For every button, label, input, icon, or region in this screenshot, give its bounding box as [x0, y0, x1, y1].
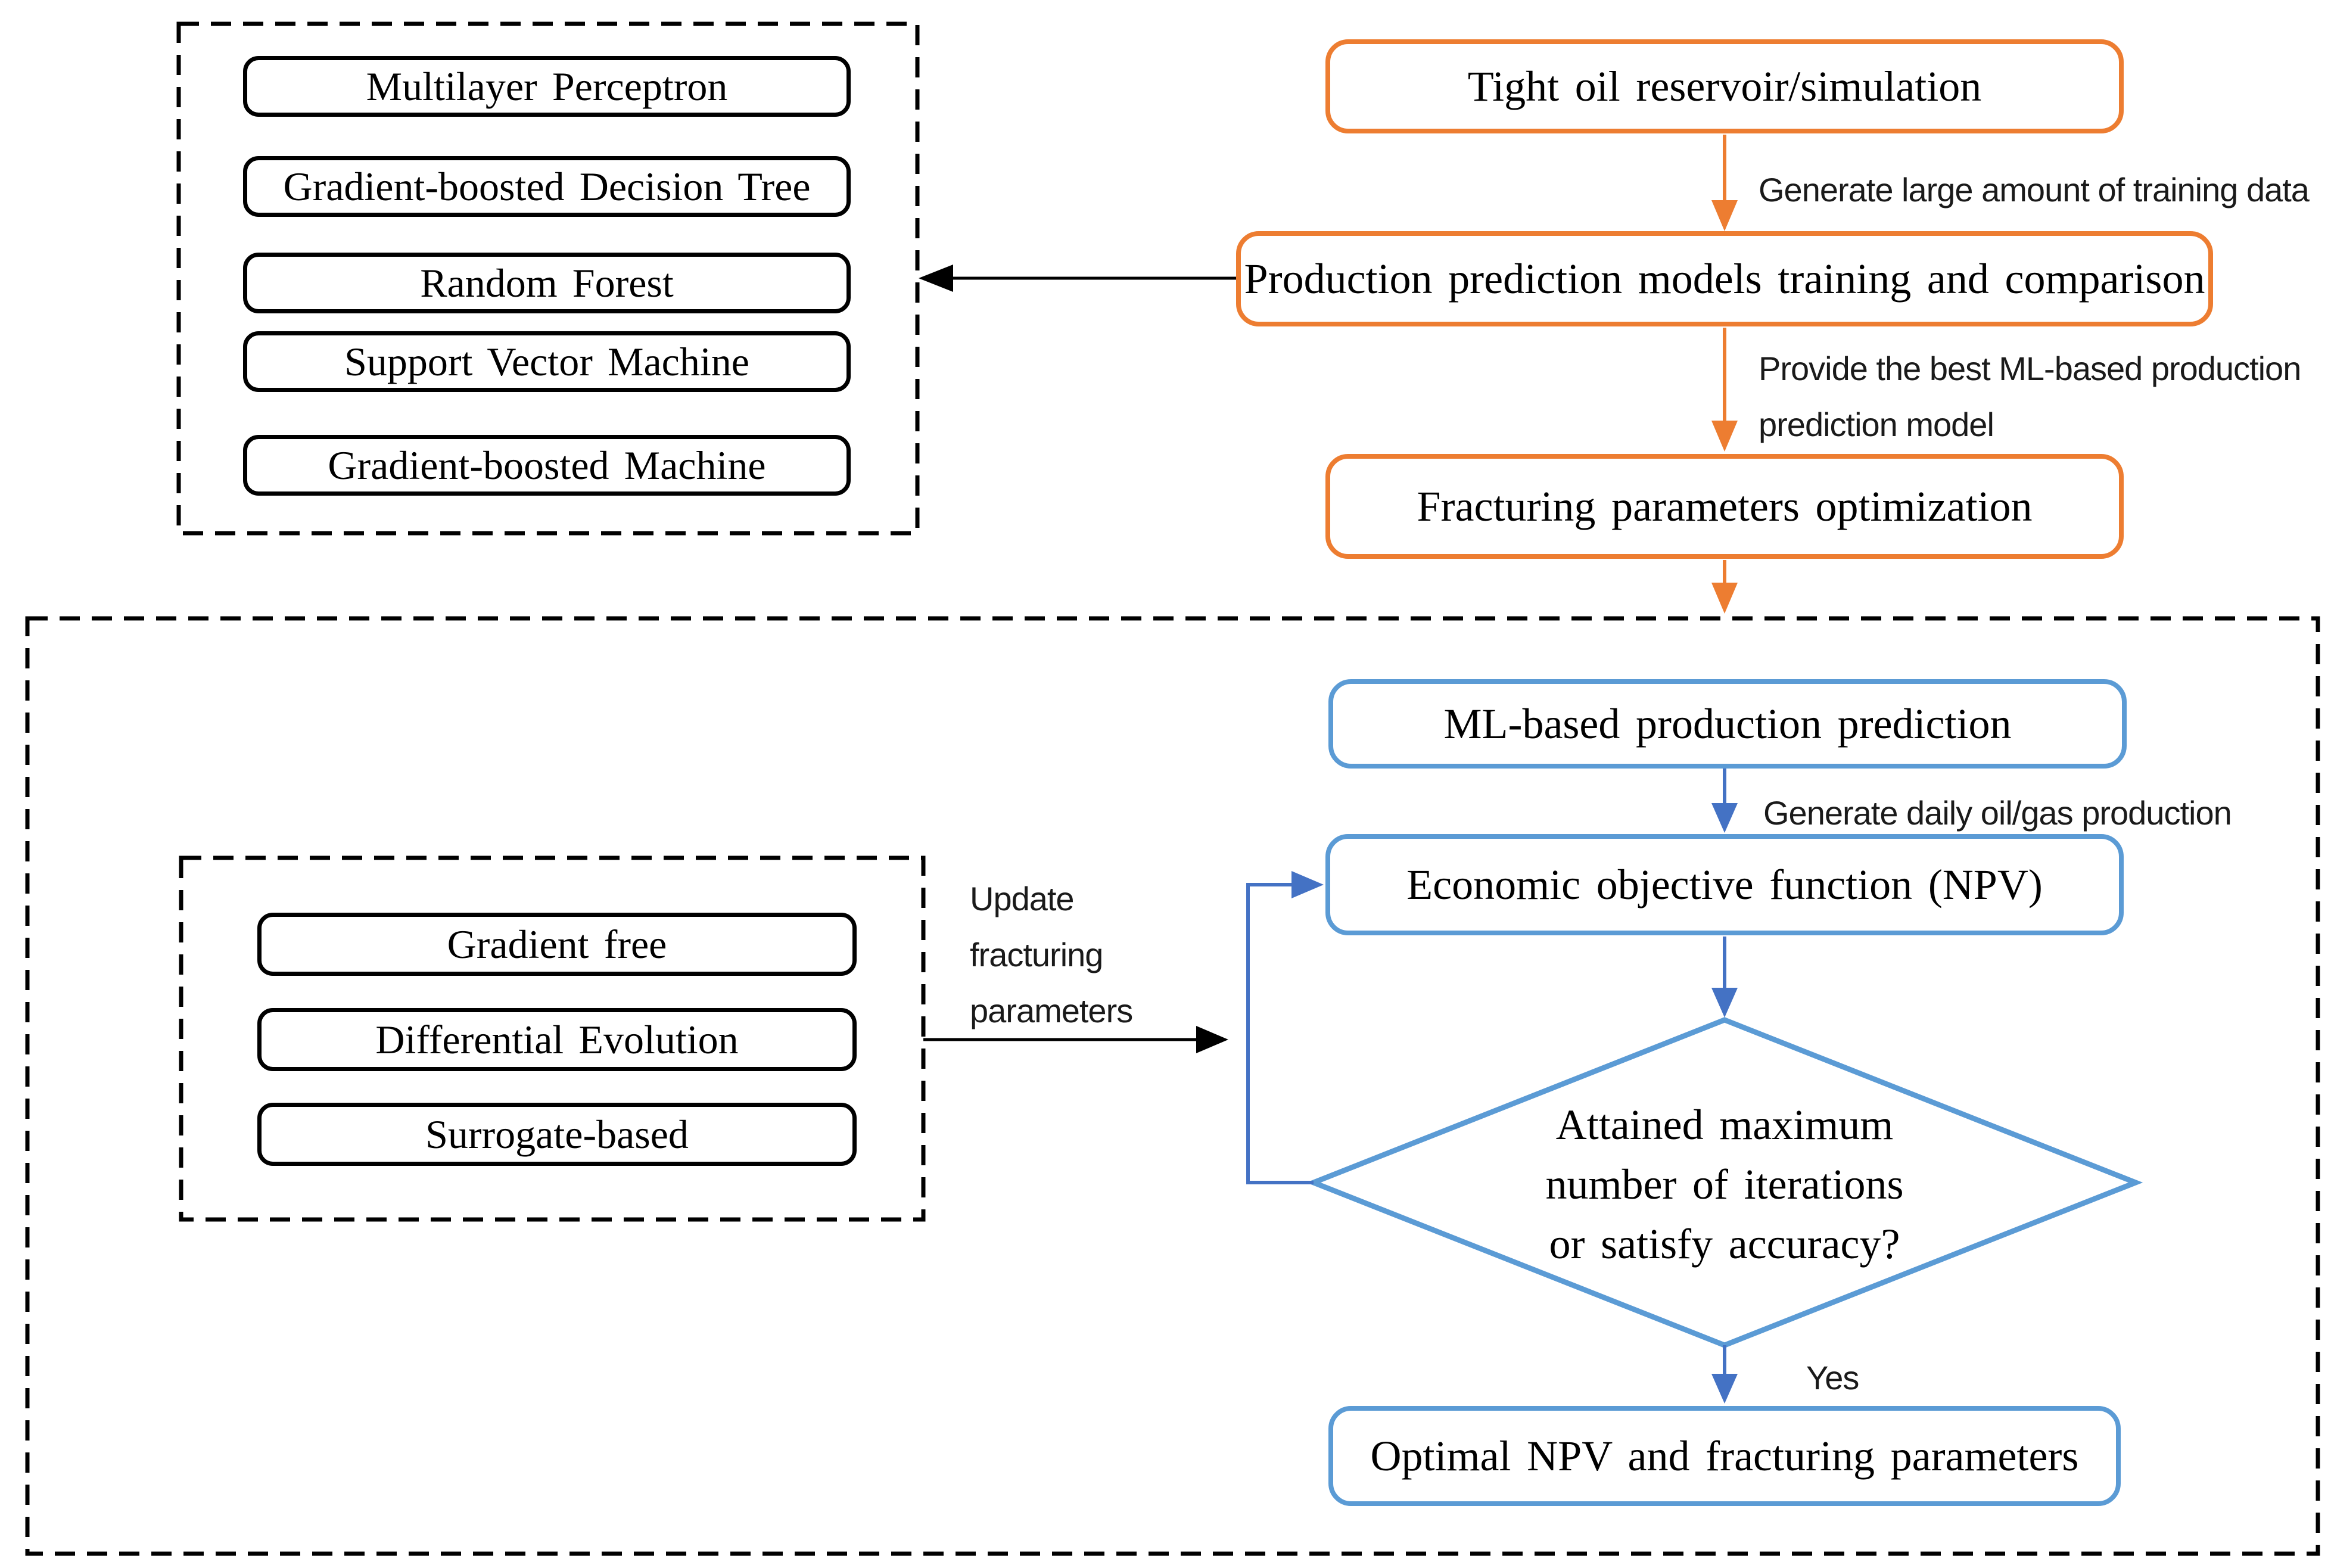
- node-tight-oil-reservoir: Tight oil reservoir/simulation: [1325, 39, 2124, 133]
- node-ml-based-production-prediction: ML-based production prediction: [1328, 679, 2127, 769]
- label-update-line2: fracturing: [970, 936, 1103, 973]
- label-update-fracturing-parameters: Update fracturing parameters: [970, 871, 1133, 1039]
- decision-diamond-label: Attained maximum number of iterations or…: [1427, 1095, 2022, 1274]
- label-provide-best-model-line1: Provide the best ML-based production: [1759, 350, 2301, 387]
- node-differential-evolution: Differential Evolution: [257, 1008, 857, 1071]
- arrowhead-fracopt-to-loop: [1711, 583, 1738, 614]
- arrowhead-decision-to-optimal: [1711, 1374, 1738, 1404]
- arrowhead-training-to-fracopt: [1711, 421, 1738, 452]
- decision-line-3: or satisfy accuracy?: [1549, 1220, 1900, 1268]
- ml-models-panel-border: [176, 21, 920, 536]
- arrowhead-feedback-to-economic: [1291, 871, 1324, 898]
- node-gradient-boosted-machine: Gradient-boosted Machine: [243, 435, 851, 496]
- node-gradient-free: Gradient free: [257, 913, 857, 976]
- label-update-line1: Update: [970, 880, 1075, 917]
- arrowhead-training-to-mlmodels: [919, 265, 953, 292]
- feedback-loop-line: [1246, 883, 1314, 1184]
- label-yes: Yes: [1806, 1359, 1859, 1396]
- decision-line-2: number of iterations: [1545, 1161, 1904, 1208]
- node-random-forest: Random Forest: [243, 253, 851, 313]
- node-multilayer-perceptron: Multilayer Perceptron: [243, 56, 851, 117]
- node-fracturing-parameters-optimization: Fracturing parameters optimization: [1325, 454, 2124, 559]
- decision-line-1: Attained maximum: [1555, 1101, 1894, 1149]
- node-economic-objective-function: Economic objective function (NPV): [1325, 834, 2124, 935]
- label-update-line3: parameters: [970, 992, 1133, 1029]
- arrowhead-reservoir-to-training: [1711, 200, 1738, 231]
- arrowhead-optimizers-update: [1196, 1026, 1228, 1053]
- node-models-training-comparison: Production prediction models training an…: [1236, 231, 2213, 326]
- node-surrogate-based: Surrogate-based: [257, 1103, 857, 1166]
- arrowhead-prediction-to-economic: [1711, 803, 1738, 833]
- label-provide-best-model: Provide the best ML-based production pre…: [1759, 341, 2301, 453]
- label-generate-daily-production: Generate daily oil/gas production: [1763, 794, 2232, 832]
- node-gradient-boosted-decision-tree: Gradient-boosted Decision Tree: [243, 156, 851, 217]
- label-provide-best-model-line2: prediction model: [1759, 406, 1994, 443]
- node-optimal-npv-parameters: Optimal NPV and fracturing parameters: [1328, 1406, 2121, 1506]
- label-generate-training-data: Generate large amount of training data: [1759, 171, 2310, 209]
- optimization-loop-panel-border: [25, 616, 2320, 1556]
- optimizers-panel-border: [179, 855, 926, 1222]
- node-support-vector-machine: Support Vector Machine: [243, 331, 851, 392]
- arrowhead-economic-to-decision: [1711, 988, 1738, 1018]
